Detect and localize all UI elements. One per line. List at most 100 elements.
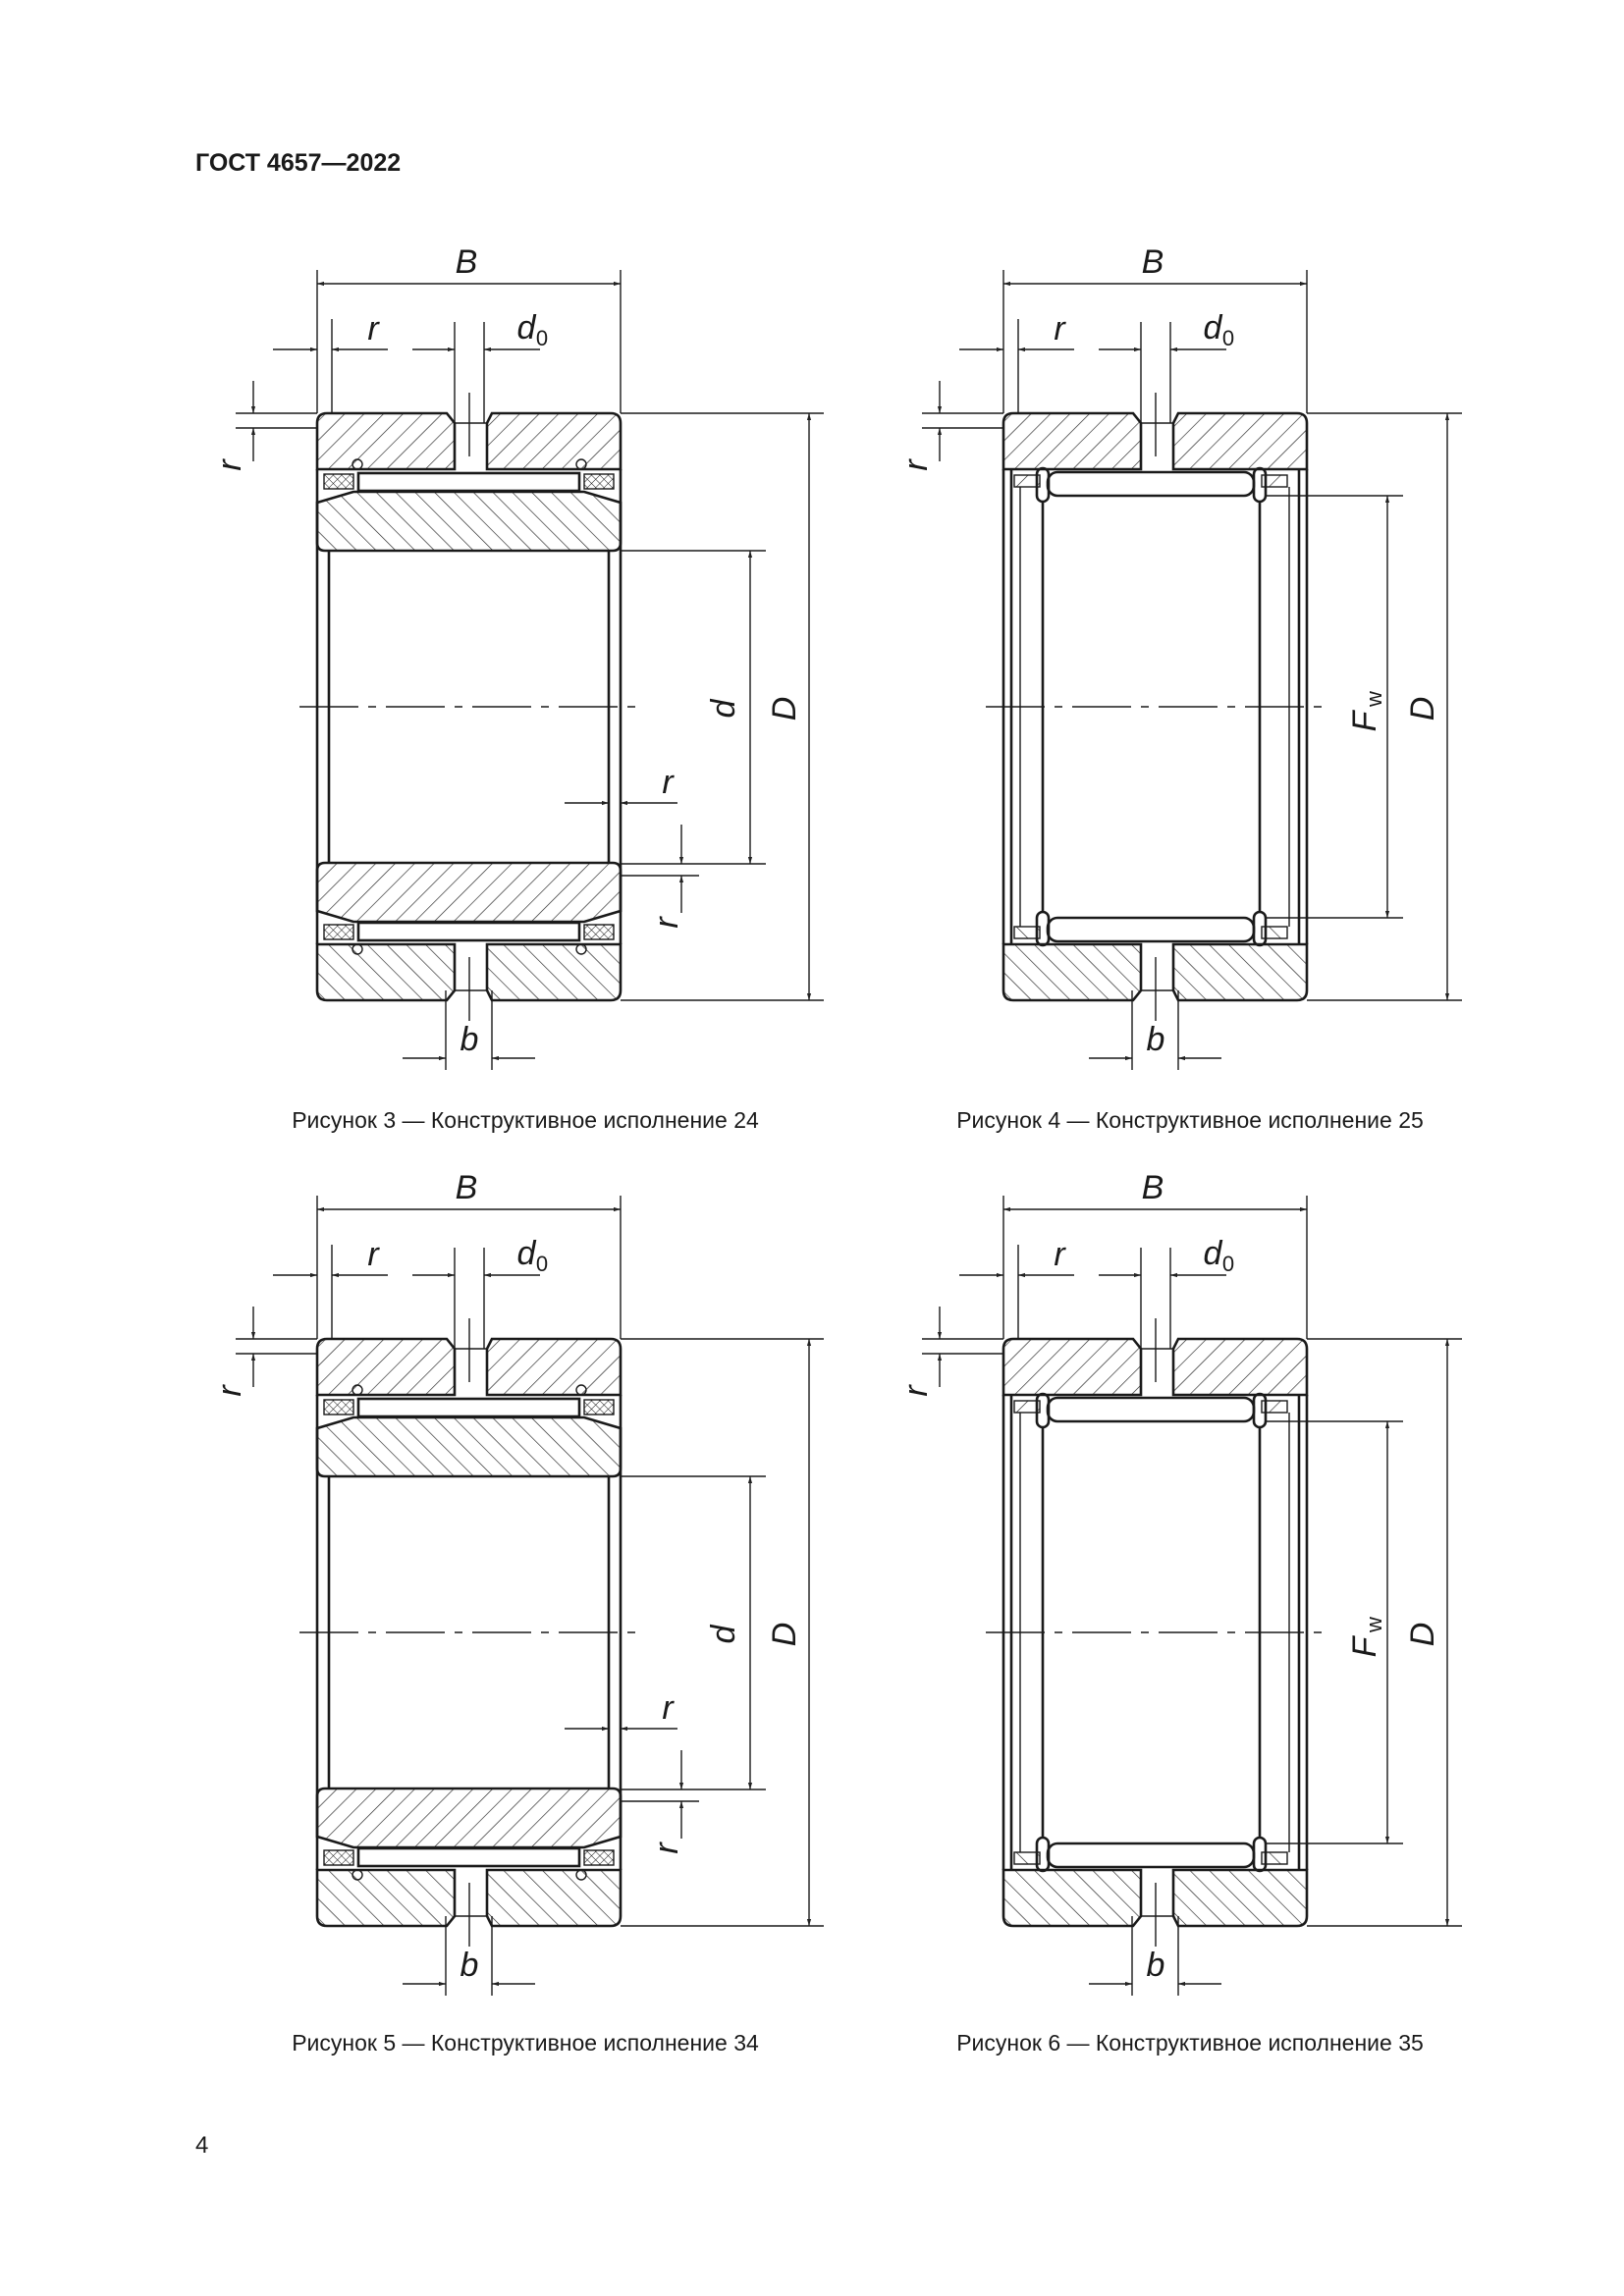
label-D: D (766, 1623, 803, 1647)
inner-ring-section (315, 1787, 623, 1849)
snap-ring (352, 458, 363, 470)
seal (323, 1849, 354, 1866)
outer-ring-section (1171, 1337, 1309, 1397)
label-d0: d (1204, 1235, 1223, 1272)
bottom-half (1001, 707, 1309, 1021)
label-d0: d (1204, 309, 1223, 347)
outer-ring-section (1001, 1868, 1143, 1928)
label-r-bore: r (662, 764, 675, 801)
inner-ring-section (315, 490, 623, 553)
label-d: d (705, 1624, 742, 1643)
seal (583, 1849, 615, 1866)
top-half (315, 1318, 623, 1632)
label-d0-subscript: 0 (1222, 1252, 1234, 1276)
snap-ring (352, 1869, 363, 1881)
needle-roller (1046, 916, 1256, 943)
figure-caption-4: Рисунок 4 — Конструктивное исполнение 25 (956, 1107, 1424, 1133)
inner-ring-section (315, 1415, 623, 1478)
label-r-inner: r (648, 916, 685, 929)
bottom-half (315, 707, 623, 1021)
seal (323, 924, 354, 940)
label-d0: d (517, 309, 537, 347)
bottom-half (315, 1632, 623, 1947)
outer-ring-section (1001, 942, 1143, 1002)
label-r: r (367, 310, 380, 347)
snap-ring (575, 1869, 587, 1881)
label-r: r (1054, 310, 1066, 347)
seal (323, 1399, 354, 1415)
outer-ring-section (315, 411, 457, 471)
label-d0-subscript: 0 (1222, 326, 1234, 350)
label-r: r (367, 1236, 380, 1273)
snap-ring (575, 458, 587, 470)
outer-ring-section (1171, 411, 1309, 471)
needle-roller (356, 1397, 581, 1418)
seal (583, 473, 615, 490)
snap-ring (575, 1384, 587, 1396)
outer-ring-section (485, 1868, 623, 1928)
outer-ring-section (1001, 1337, 1143, 1397)
label-b: b (460, 1947, 479, 1984)
label-B: B (456, 243, 478, 281)
snap-ring (352, 943, 363, 955)
label-r-inner: r (648, 1842, 685, 1854)
label-Fw: F (1346, 1634, 1383, 1657)
cage-ring (1261, 926, 1288, 939)
needle-roller (356, 921, 581, 942)
label-Fw-subscript: w (1362, 691, 1386, 708)
outer-ring-section (315, 1337, 457, 1397)
cage-ring (1013, 474, 1041, 488)
label-D: D (766, 697, 803, 721)
label-d: d (705, 698, 742, 718)
cage-ring (1013, 1400, 1041, 1414)
outer-ring-section (485, 1337, 623, 1397)
snap-ring (352, 1384, 363, 1396)
figure-caption-3: Рисунок 3 — Конструктивное исполнение 24 (292, 1107, 759, 1133)
label-B: B (1142, 243, 1164, 281)
label-Fw: F (1346, 709, 1383, 731)
cage-ring (1013, 1851, 1041, 1865)
inner-ring-section (315, 861, 623, 924)
top-half (1001, 393, 1309, 707)
outer-ring-section (1171, 942, 1309, 1002)
outer-ring-section (1171, 1868, 1309, 1928)
cage-ring (1261, 1851, 1288, 1865)
outer-ring-section (485, 411, 623, 471)
label-b: b (1147, 1947, 1165, 1984)
label-r-vertical: r (897, 1384, 935, 1397)
seal (583, 924, 615, 940)
label-d0-subscript: 0 (536, 1252, 548, 1276)
label-r-bore: r (662, 1689, 675, 1727)
outer-ring-section (315, 942, 457, 1002)
figure-caption-6: Рисунок 6 — Конструктивное исполнение 35 (956, 2030, 1424, 2056)
outer-ring-section (1001, 411, 1143, 471)
top-half (315, 393, 623, 707)
bottom-half (1001, 1632, 1309, 1947)
outer-ring-section (485, 942, 623, 1002)
seal (583, 1399, 615, 1415)
outer-ring-section (315, 1868, 457, 1928)
label-B: B (1142, 1169, 1164, 1206)
needle-roller (356, 471, 581, 493)
label-D: D (1404, 1623, 1441, 1647)
figure-caption-5: Рисунок 5 — Конструктивное исполнение 34 (292, 2030, 759, 2056)
needle-roller (1046, 1842, 1256, 1869)
label-b: b (1147, 1021, 1165, 1058)
label-b: b (460, 1021, 479, 1058)
seal (323, 473, 354, 490)
label-r-vertical: r (897, 458, 935, 471)
label-r: r (1054, 1236, 1066, 1273)
cage-ring (1261, 1400, 1288, 1414)
top-half (1001, 1318, 1309, 1632)
label-r-vertical: r (211, 458, 248, 471)
needle-roller (1046, 470, 1256, 498)
snap-ring (575, 943, 587, 955)
label-d0: d (517, 1235, 537, 1272)
label-Fw-subscript: w (1362, 1617, 1386, 1633)
label-D: D (1404, 697, 1441, 721)
needle-roller (356, 1846, 581, 1868)
